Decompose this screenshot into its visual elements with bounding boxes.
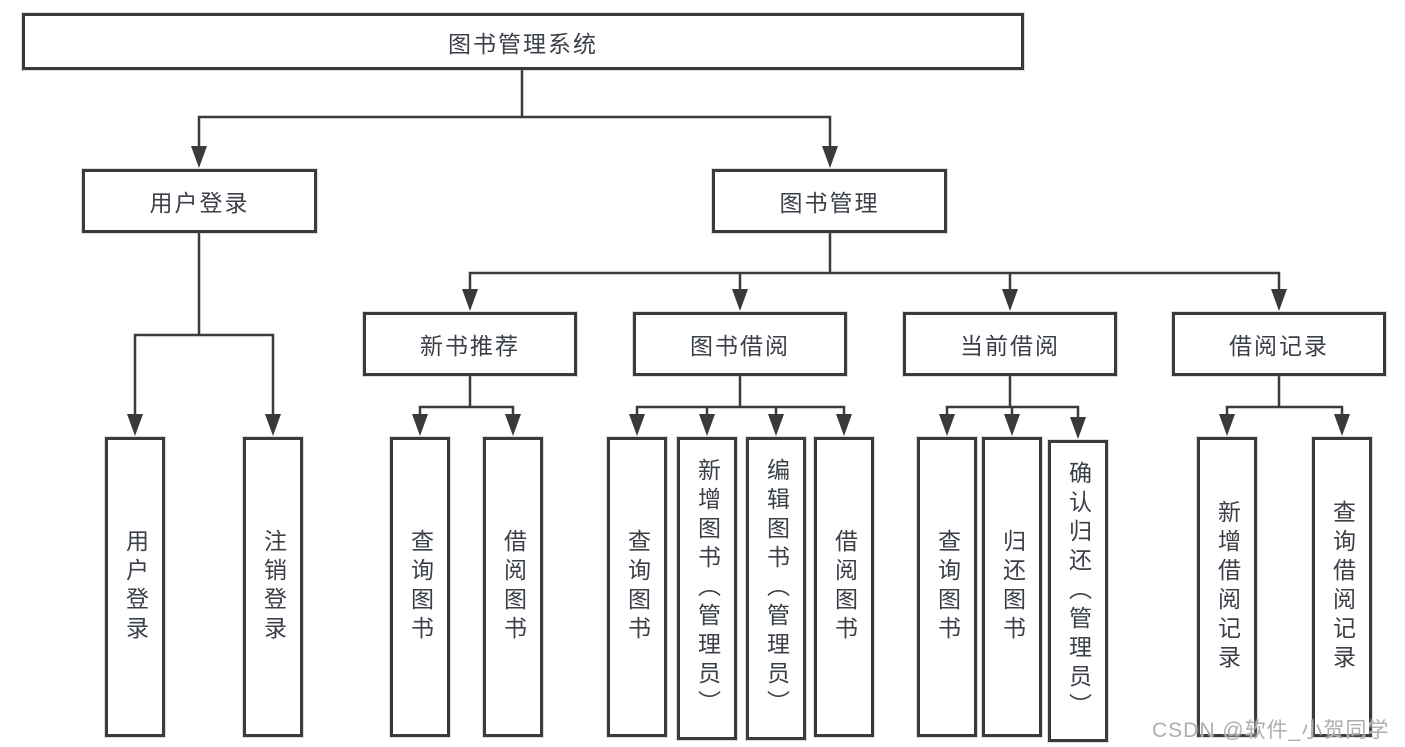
leaf-borrow-borrow-books-label: 借阅图书 — [831, 529, 858, 645]
connector-root-to-level2 — [197, 70, 832, 148]
leaf-records-query-record: 查询借阅记录 — [1312, 437, 1372, 737]
leaf-records-add-record-label: 新增借阅记录 — [1214, 500, 1241, 674]
node-borrow-records-label: 借阅记录 — [1229, 333, 1329, 359]
arrowhead-icon — [1219, 414, 1235, 436]
arrowhead-icon — [836, 414, 852, 436]
connector-book-mgmt-to-level3 — [468, 233, 1281, 290]
arrowhead-icon — [1271, 289, 1287, 311]
leaf-borrow-add-books-admin-label: 新增图书（管理员） — [694, 458, 721, 719]
arrowhead-icon — [412, 414, 428, 436]
arrowheads-group — [127, 146, 1350, 439]
leaf-borrow-add-books-admin: 新增图书（管理员） — [677, 437, 737, 740]
leaf-current-return-books-label: 归还图书 — [999, 529, 1026, 645]
arrowhead-icon — [1002, 289, 1018, 311]
node-current-borrow: 当前借阅 — [903, 312, 1117, 376]
node-new-book-recommend: 新书推荐 — [363, 312, 577, 376]
arrowhead-icon — [629, 414, 645, 436]
connector-records-to-leaves — [1225, 376, 1344, 415]
connector-borrow-to-leaves — [635, 376, 846, 415]
leaf-borrow-edit-books-admin: 编辑图书（管理员） — [746, 437, 806, 740]
arrowhead-icon — [768, 414, 784, 436]
leaf-borrow-edit-books-admin-label: 编辑图书（管理员） — [763, 458, 790, 719]
node-current-borrow-label: 当前借阅 — [960, 333, 1060, 359]
leaf-logout-login-label: 注销登录 — [260, 529, 287, 645]
node-user-login: 用户登录 — [82, 169, 317, 233]
leaf-recommend-query-books-label: 查询图书 — [407, 529, 434, 645]
leaf-user-login: 用户登录 — [105, 437, 165, 737]
leaf-logout-login: 注销登录 — [243, 437, 303, 737]
leaf-current-confirm-return-admin: 确认归还（管理员） — [1048, 440, 1108, 742]
arrowhead-icon — [1334, 414, 1350, 436]
arrowhead-icon — [191, 146, 207, 168]
leaf-records-add-record: 新增借阅记录 — [1197, 437, 1257, 737]
node-book-management: 图书管理 — [712, 169, 947, 233]
node-book-borrow-label: 图书借阅 — [690, 333, 790, 359]
leaf-current-query-books: 查询图书 — [917, 437, 977, 737]
node-root: 图书管理系统 — [22, 13, 1024, 70]
leaf-recommend-borrow-books-label: 借阅图书 — [500, 529, 527, 645]
arrowhead-icon — [732, 289, 748, 311]
arrowhead-icon — [127, 414, 143, 436]
connector-user-login-to-leaves — [133, 233, 275, 415]
arrowhead-icon — [699, 414, 715, 436]
leaf-records-query-record-label: 查询借阅记录 — [1329, 500, 1356, 674]
node-user-login-label: 用户登录 — [149, 190, 250, 216]
arrowhead-icon — [462, 289, 478, 311]
node-book-management-label: 图书管理 — [779, 190, 880, 216]
arrowhead-icon — [1070, 417, 1086, 439]
arrowhead-icon — [265, 414, 281, 436]
arrowhead-icon — [505, 414, 521, 436]
csdn-watermark: CSDN @软件_小贺同学 — [1152, 719, 1390, 742]
node-new-book-recommend-label: 新书推荐 — [420, 333, 520, 359]
arrowhead-icon — [939, 414, 955, 436]
leaf-recommend-query-books: 查询图书 — [390, 437, 450, 737]
node-borrow-records: 借阅记录 — [1172, 312, 1386, 376]
leaf-borrow-query-books: 查询图书 — [607, 437, 667, 737]
leaf-current-confirm-return-admin-label: 确认归还（管理员） — [1065, 460, 1092, 722]
leaf-user-login-label: 用户登录 — [122, 529, 149, 645]
leaf-current-query-books-label: 查询图书 — [934, 529, 961, 645]
connector-current-to-leaves — [945, 376, 1080, 418]
leaf-borrow-borrow-books: 借阅图书 — [814, 437, 874, 737]
node-book-borrow: 图书借阅 — [633, 312, 847, 376]
leaf-current-return-books: 归还图书 — [982, 437, 1042, 737]
arrowhead-icon — [1004, 414, 1020, 436]
connector-lines — [133, 70, 1344, 418]
arrowhead-icon — [822, 146, 838, 168]
leaf-recommend-borrow-books: 借阅图书 — [483, 437, 543, 737]
leaf-borrow-query-books-label: 查询图书 — [624, 529, 651, 645]
node-root-label: 图书管理系统 — [448, 30, 598, 57]
connector-recommend-to-leaves — [418, 376, 515, 415]
